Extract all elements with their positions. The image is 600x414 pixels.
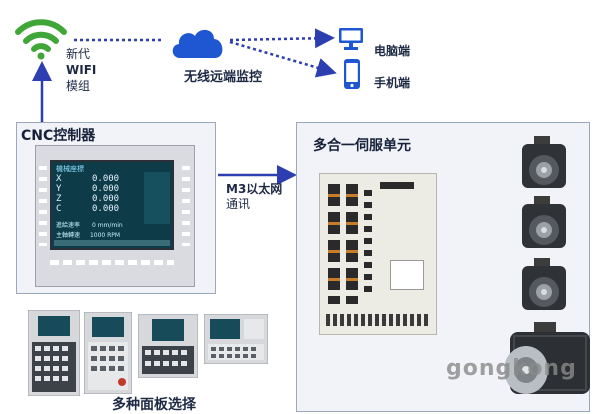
cnc-controller-box: CNC控制器 機械座標 X Y Z C 0.000 0.000 0.000 0.… — [16, 122, 216, 294]
watermark-part: gongkong — [446, 356, 577, 381]
feed-unit: mm/min — [97, 222, 123, 229]
phone-label: 手机端 — [374, 76, 411, 90]
axis-value-c: 0.000 — [92, 204, 120, 214]
wifi-label-line2: WIFI — [66, 63, 97, 77]
cloud-label: 无线远端监控 — [184, 70, 263, 85]
ethernet-link-label: M3以太网 通讯 — [226, 182, 282, 212]
axis-z: Z — [56, 194, 62, 204]
pc-label: 电脑端 — [374, 44, 411, 58]
operator-panel-4 — [204, 314, 268, 364]
axis-list: X Y Z C — [56, 174, 61, 214]
axis-c: C — [56, 204, 62, 214]
axis-value-x: 0.000 — [92, 174, 120, 184]
operator-panel-1 — [28, 310, 80, 396]
spindle-value: 1000 — [89, 232, 106, 239]
cnc-screen: 機械座標 X Y Z C 0.000 0.000 0.000 0.000 進給速… — [50, 160, 174, 250]
wifi-icon — [15, 19, 67, 60]
spindle-label: 主軸轉速 — [56, 232, 81, 239]
spindle-unit: RPM — [107, 232, 121, 239]
feed-value: 0 — [91, 222, 96, 229]
wifi-module-label: 新代 WIFI 模组 — [66, 46, 96, 94]
wifi-label-line3: 模组 — [66, 79, 91, 93]
cloud-icon — [172, 29, 223, 58]
operator-panel-3 — [138, 314, 198, 378]
phone-icon — [344, 59, 360, 89]
panels-caption: 多种面板选择 — [112, 397, 196, 413]
screen-heading: 機械座標 — [56, 165, 84, 173]
computer-icon — [339, 28, 363, 50]
cnc-controller-device: 機械座標 X Y Z C 0.000 0.000 0.000 0.000 進給速… — [35, 145, 195, 287]
servo-motor-3 — [522, 258, 566, 310]
cnc-title: CNC控制器 — [21, 128, 96, 144]
watermark-text: gongkong — [446, 356, 577, 381]
servo-drive-device — [319, 173, 437, 335]
axis-values: 0.000 0.000 0.000 0.000 — [92, 174, 119, 214]
spindle-motor — [504, 322, 590, 394]
servo-connector-column-1 — [328, 184, 340, 304]
bottom-keys — [50, 260, 174, 265]
axis-y: Y — [56, 184, 62, 194]
right-keys — [182, 166, 190, 246]
feed-label: 進給速率 — [56, 222, 81, 229]
servo-spec-label — [390, 260, 424, 290]
left-keys — [39, 166, 47, 246]
side-info-column — [144, 172, 170, 224]
servo-connector-column-3 — [364, 190, 372, 294]
axis-value-y: 0.000 — [92, 184, 120, 194]
feed-row: 進給速率 0 mm/min — [56, 220, 123, 229]
axis-value-z: 0.000 — [92, 194, 120, 204]
servo-brand-plate — [380, 182, 414, 189]
servo-title: 多合一伺服单元 — [313, 138, 411, 154]
wifi-label-line1: 新代 — [66, 47, 91, 61]
ethernet-line1: M3以太网 — [226, 182, 283, 196]
servo-bottom-terminals — [326, 314, 430, 326]
axis-x: X — [56, 174, 62, 184]
operator-panel-2 — [84, 312, 132, 394]
servo-motor-1 — [522, 136, 566, 188]
softkey-bar — [54, 240, 170, 246]
spindle-row: 主軸轉速 1000 RPM — [56, 230, 120, 239]
servo-unit-box: 多合一伺服单元 — [296, 122, 590, 412]
servo-motor-2 — [522, 196, 566, 248]
servo-connector-column-2 — [346, 184, 358, 304]
ethernet-line2: 通讯 — [226, 197, 251, 211]
